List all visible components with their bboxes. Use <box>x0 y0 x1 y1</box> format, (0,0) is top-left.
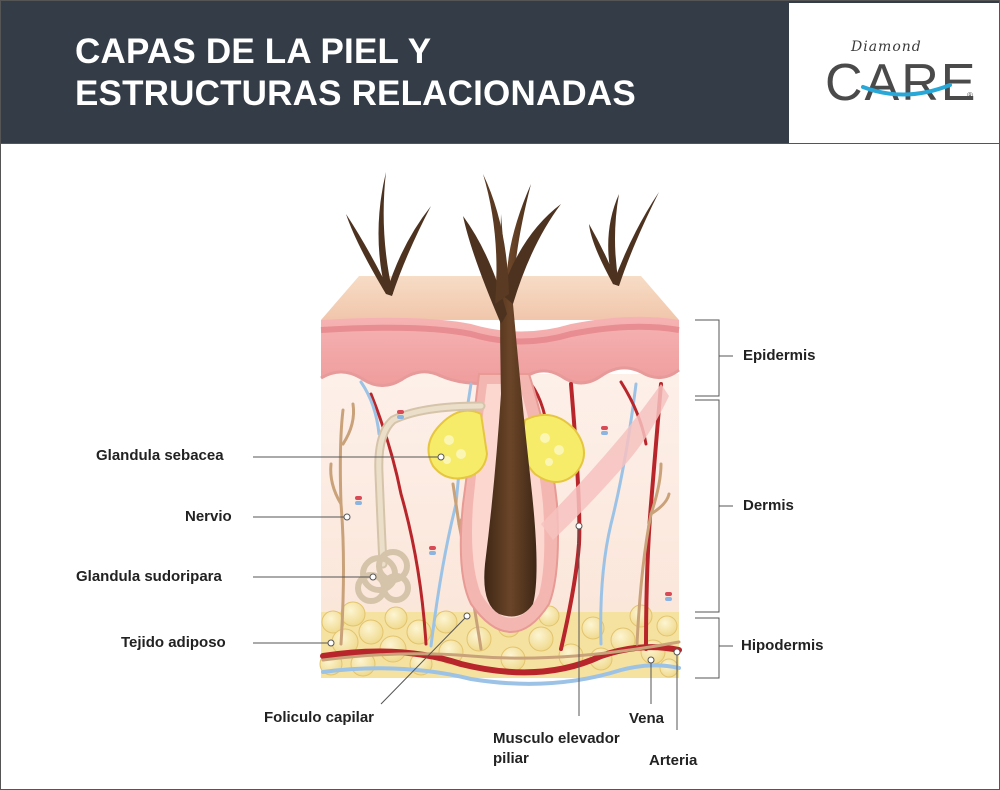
label-epidermis: Epidermis <box>743 347 816 364</box>
sweat-gland <box>355 401 486 604</box>
hair-shaft <box>463 174 561 617</box>
right-hair <box>589 192 659 286</box>
label-dermis: Dermis <box>743 497 794 514</box>
logo-swoosh-icon <box>861 83 952 97</box>
label-hypodermis: Hipodermis <box>741 637 824 654</box>
label-arrector-muscle-line-2: piliar <box>493 750 529 767</box>
sebaceous-gland <box>427 409 585 483</box>
diagram-frame: Glandula sebacea Nervio Glandula sudorip… <box>0 144 1000 790</box>
blood-cells <box>355 410 672 601</box>
arrector-pili-muscle <box>541 384 669 540</box>
left-hair <box>346 172 431 296</box>
skin-cross-section-diagram <box>253 172 733 730</box>
logo-top-text: Diamond <box>851 39 922 55</box>
nerves <box>321 402 681 662</box>
label-sebaceous-gland: Glandula sebacea <box>96 447 224 464</box>
title-line-2: ESTRUCTURAS RELACIONADAS <box>75 74 636 113</box>
label-nerve: Nervio <box>185 508 232 525</box>
hypodermis-fat-layer <box>319 601 679 678</box>
label-arrector-muscle-line-1: Musculo elevador <box>493 730 620 747</box>
leader-lines <box>253 453 681 730</box>
label-adipose-tissue: Tejido adiposo <box>121 634 226 651</box>
label-artery: Arteria <box>649 752 698 769</box>
brand-logo: Diamond CARE ® <box>789 3 999 143</box>
title-line-1: CAPAS DE LA PIEL Y <box>75 32 432 71</box>
label-sweat-gland: Glandula sudoripara <box>76 568 222 585</box>
logo-registered-mark: ® <box>967 91 973 100</box>
label-hair-follicle: Foliculo capilar <box>264 709 375 726</box>
layer-brackets <box>695 319 733 679</box>
page-title: CAPAS DE LA PIEL Y ESTRUCTURAS RELACIONA… <box>75 31 636 115</box>
logo-main-text: CARE <box>825 54 978 112</box>
label-vein: Vena <box>629 710 665 727</box>
header-banner: CAPAS DE LA PIEL Y ESTRUCTURAS RELACIONA… <box>0 0 1000 144</box>
